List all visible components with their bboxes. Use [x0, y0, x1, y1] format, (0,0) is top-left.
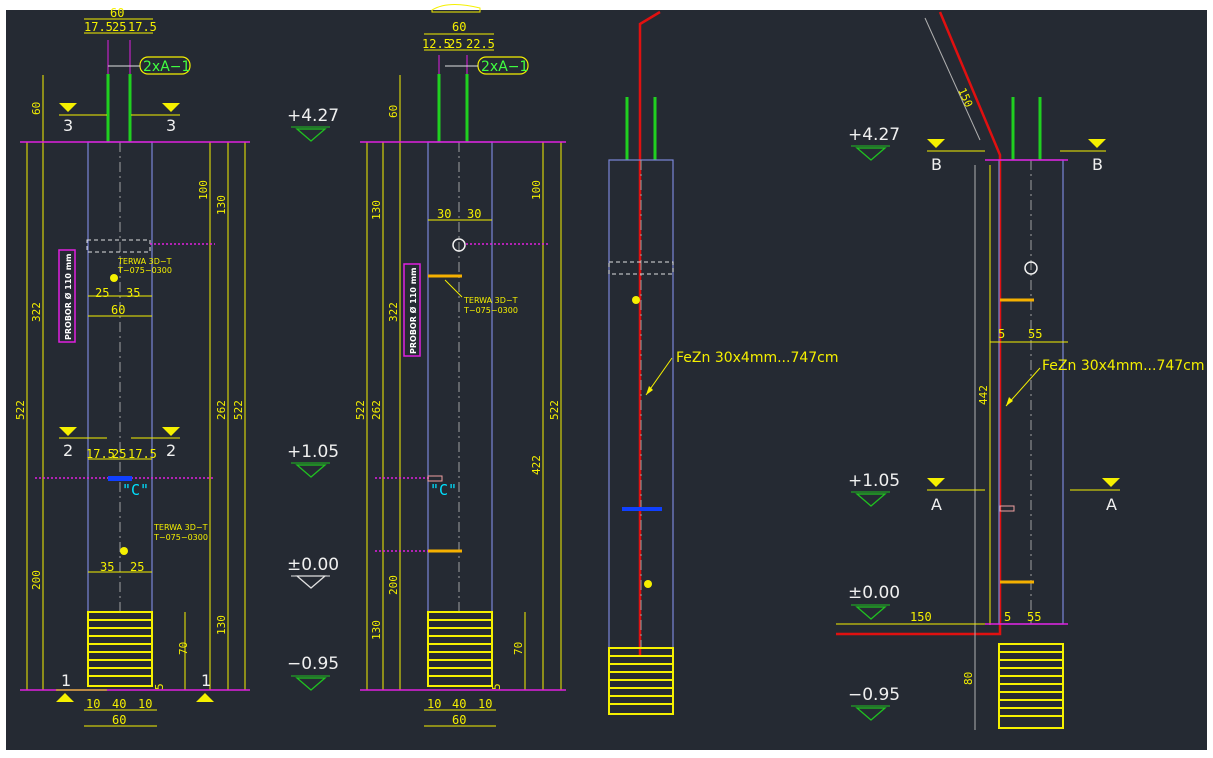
v2-bot-10b: 10: [478, 697, 492, 711]
v1-bot-10b: 10: [138, 697, 152, 711]
v2-dim-200: 200: [387, 575, 400, 595]
v4-section-b-left: B: [931, 155, 942, 174]
v1-m175a: 17.5: [86, 447, 115, 461]
level-bottom-right: −0.95: [848, 685, 900, 705]
v2-terwa-line1: TERWA 3D−T: [463, 296, 518, 305]
v1-top-c: 17.5: [128, 20, 157, 34]
v1-section-3-left: 3: [63, 116, 73, 135]
v1-terwa-2-line1: TERWA 3D−T: [153, 523, 208, 532]
v2-dim-130b: 130: [370, 620, 383, 640]
v4-dim-80: 80: [962, 672, 975, 685]
v1-section-2-left: 2: [63, 441, 73, 460]
v2-dim-322: 322: [387, 302, 400, 322]
v1-section-1-right: 1: [201, 671, 211, 690]
v3-fezn-label: FeZn 30x4mm...747cm: [676, 350, 839, 366]
column-view-2: 60 12.5 25 22.5 2xA−1 60 130 322 522 262…: [354, 4, 566, 727]
v2-top-b: 25: [448, 37, 462, 51]
v1-top-b: 25: [112, 20, 126, 34]
v4-dim-5b: 5: [1004, 610, 1011, 624]
v2-dim-70: 70: [512, 642, 525, 655]
v2-dim-422: 422: [530, 455, 543, 475]
v1-dim-522: 522: [14, 400, 27, 420]
level-zero-right: ±0.00: [848, 583, 900, 603]
v2-bot-40: 40: [452, 697, 466, 711]
v1-w60: 60: [111, 303, 125, 317]
v2-bot-60: 60: [452, 713, 466, 727]
v1-b25: 25: [130, 560, 144, 574]
v1-b35: 35: [100, 560, 114, 574]
v2-dim-262: 262: [370, 400, 383, 420]
column-view-4: 150 B B 442 80 5 55 FeZn 30x4mm...747cm …: [836, 11, 1205, 730]
v1-dim-322: 322: [30, 302, 43, 322]
v1-dim-60: 60: [30, 102, 43, 115]
v1-section-3-right: 3: [166, 116, 176, 135]
level-top-right: +4.27: [848, 125, 900, 145]
level-mid-right: +1.05: [848, 471, 900, 491]
v1-bubble-label: 2xA−1: [143, 59, 190, 75]
v2-dim-5: 5: [490, 683, 503, 690]
v1-terwa-2-line2: T−075−0300: [153, 533, 208, 542]
v2-w30b: 30: [467, 207, 481, 221]
v1-dim-70: 70: [177, 642, 190, 655]
v1-section-1-left: 1: [61, 671, 71, 690]
v2-dim-60: 60: [387, 105, 400, 118]
v2-dim-522: 522: [354, 400, 367, 420]
v1-dim-5: 5: [153, 683, 166, 690]
v1-bot-10a: 10: [86, 697, 100, 711]
v1-dim-130a: 130: [215, 195, 228, 215]
v4-dim-55b: 55: [1027, 610, 1041, 624]
v1-m175b: 17.5: [128, 447, 157, 461]
v4-section-a-right: A: [1106, 495, 1117, 514]
v2-bot-10a: 10: [427, 697, 441, 711]
v4-fezn-label: FeZn 30x4mm...747cm: [1042, 358, 1205, 374]
v4-dim-442: 442: [977, 385, 990, 405]
v1-dim-522r: 522: [232, 400, 245, 420]
v1-top-a: 17.5: [84, 20, 113, 34]
v2-terwa-line2: T−075−0300: [463, 306, 518, 315]
levels-right: +4.27 +1.05 ±0.00 −0.95: [848, 125, 900, 721]
v1-m25: 25: [112, 447, 126, 461]
v1-terwa-1-line2: T−075−0300: [117, 266, 172, 275]
level-zero-left: ±0.00: [287, 555, 339, 575]
v1-dim-200: 200: [30, 570, 43, 590]
v1-callout-c: "C": [122, 481, 149, 499]
v2-bubble-label: 2xA−1: [481, 59, 528, 75]
v1-w35: 35: [126, 286, 140, 300]
v1-dim-130b: 130: [215, 615, 228, 635]
v2-top-c: 22.5: [466, 37, 495, 51]
v4-dim-55a: 55: [1028, 327, 1042, 341]
level-mid-left: +1.05: [287, 442, 339, 462]
v1-section-2-right: 2: [166, 441, 176, 460]
v2-proboj-note: PROBOR Ø 110 mm: [408, 268, 418, 354]
v1-proboj-note: PROBOR Ø 110 mm: [63, 254, 73, 340]
v1-bot-60: 60: [112, 713, 126, 727]
level-bottom-left: −0.95: [287, 654, 339, 674]
levels-left: +4.27 +1.05 ±0.00 −0.95: [287, 106, 339, 691]
v2-dim-130: 130: [370, 200, 383, 220]
v4-dim-5a: 5: [998, 327, 1005, 341]
drawing-frame: [6, 10, 1207, 750]
v2-top-a: 12.5: [422, 37, 451, 51]
v1-dim-262: 262: [215, 400, 228, 420]
v2-callout-c: "C": [430, 481, 457, 499]
v1-dim-100: 100: [197, 180, 210, 200]
v4-section-b-right: B: [1092, 155, 1103, 174]
v4-section-a-left: A: [931, 495, 942, 514]
v4-dim-150: 150: [910, 610, 932, 624]
v1-bot-40: 40: [112, 697, 126, 711]
column-view-1: 60 17.5 25 17.5 2xA−1 3 3 60 322 522 200: [14, 6, 250, 727]
v2-dim-100: 100: [530, 180, 543, 200]
level-top-left: +4.27: [287, 106, 339, 126]
v2-w30a: 30: [437, 207, 451, 221]
column-view-3: FeZn 30x4mm...747cm: [608, 10, 839, 715]
v1-terwa-1-line1: TERWA 3D−T: [117, 257, 172, 266]
v2-top-width: 60: [452, 20, 466, 34]
v2-dim-522r: 522: [548, 400, 561, 420]
v1-w25: 25: [95, 286, 109, 300]
v1-top-width: 60: [110, 6, 124, 20]
